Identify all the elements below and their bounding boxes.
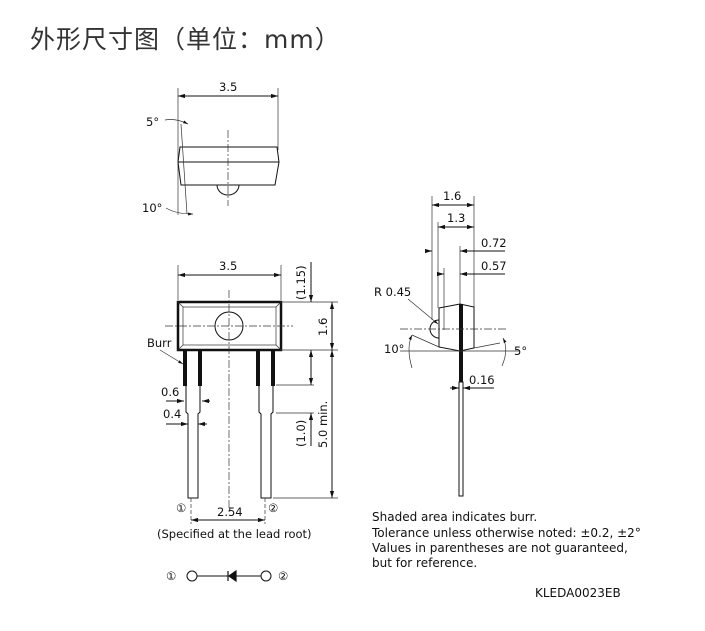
- front-width-label: 3.5: [219, 259, 237, 273]
- side-lead-burr: [459, 304, 463, 382]
- side-dim-0-72: 0.72: [481, 236, 507, 250]
- side-radius-label: R 0.45: [374, 285, 411, 299]
- pitch-label: 2.54: [217, 505, 243, 519]
- lead-2: [256, 350, 275, 499]
- top-lens: [216, 184, 240, 196]
- note-line: but for reference.: [372, 556, 477, 570]
- side-angle-5: 5°: [514, 344, 527, 358]
- side-view: 1.6 1.3 0.72 0.57 R 0.45 10° 5° 0.16: [374, 189, 527, 497]
- dim-1-0: (1.0): [294, 420, 308, 447]
- notes: Shaded area indicates burr. Tolerance un…: [371, 510, 641, 570]
- top-angle-5: 5°: [146, 115, 159, 129]
- circuit-pin-2: ②: [278, 569, 288, 583]
- page-title: 外形尺寸图（单位：mm）: [30, 25, 341, 54]
- top-width-label: 3.5: [219, 80, 237, 94]
- top-angle-10: 10°: [142, 201, 162, 215]
- side-dim-1-3: 1.3: [447, 211, 465, 225]
- side-dim-1-6: 1.6: [443, 189, 461, 203]
- side-angle-10: 10°: [384, 342, 404, 356]
- side-dim-0-57: 0.57: [481, 259, 507, 273]
- pin-1-label: ①: [176, 501, 186, 515]
- front-view: 3.5 (1.15) 1.6 (1.0): [147, 259, 338, 541]
- dim-1-15: (1.15): [294, 265, 308, 300]
- drawing-code: KLEDA0023EB: [535, 586, 621, 600]
- note-line: Values in parentheses are not guaranteed…: [372, 541, 628, 555]
- burr-label: Burr: [147, 336, 172, 350]
- diode-symbol: ① ②: [166, 569, 288, 583]
- dim-5-0-min: 5.0 min.: [316, 401, 330, 448]
- note-line: Tolerance unless otherwise noted: ±0.2, …: [371, 526, 641, 540]
- pin-2-label: ②: [268, 501, 278, 515]
- lead-1: [183, 350, 202, 499]
- side-lead: [458, 381, 464, 497]
- note-line: Shaded area indicates burr.: [372, 510, 537, 524]
- dim-0-6: 0.6: [161, 385, 179, 399]
- circuit-pin-1: ①: [166, 569, 176, 583]
- side-dim-0-16: 0.16: [469, 373, 495, 387]
- dim-1-6: 1.6: [316, 318, 330, 336]
- top-body: [177, 146, 280, 186]
- top-view: 3.5 5° 10°: [142, 80, 280, 216]
- pitch-note: (Specified at the lead root): [157, 527, 312, 541]
- dim-0-4: 0.4: [163, 407, 181, 421]
